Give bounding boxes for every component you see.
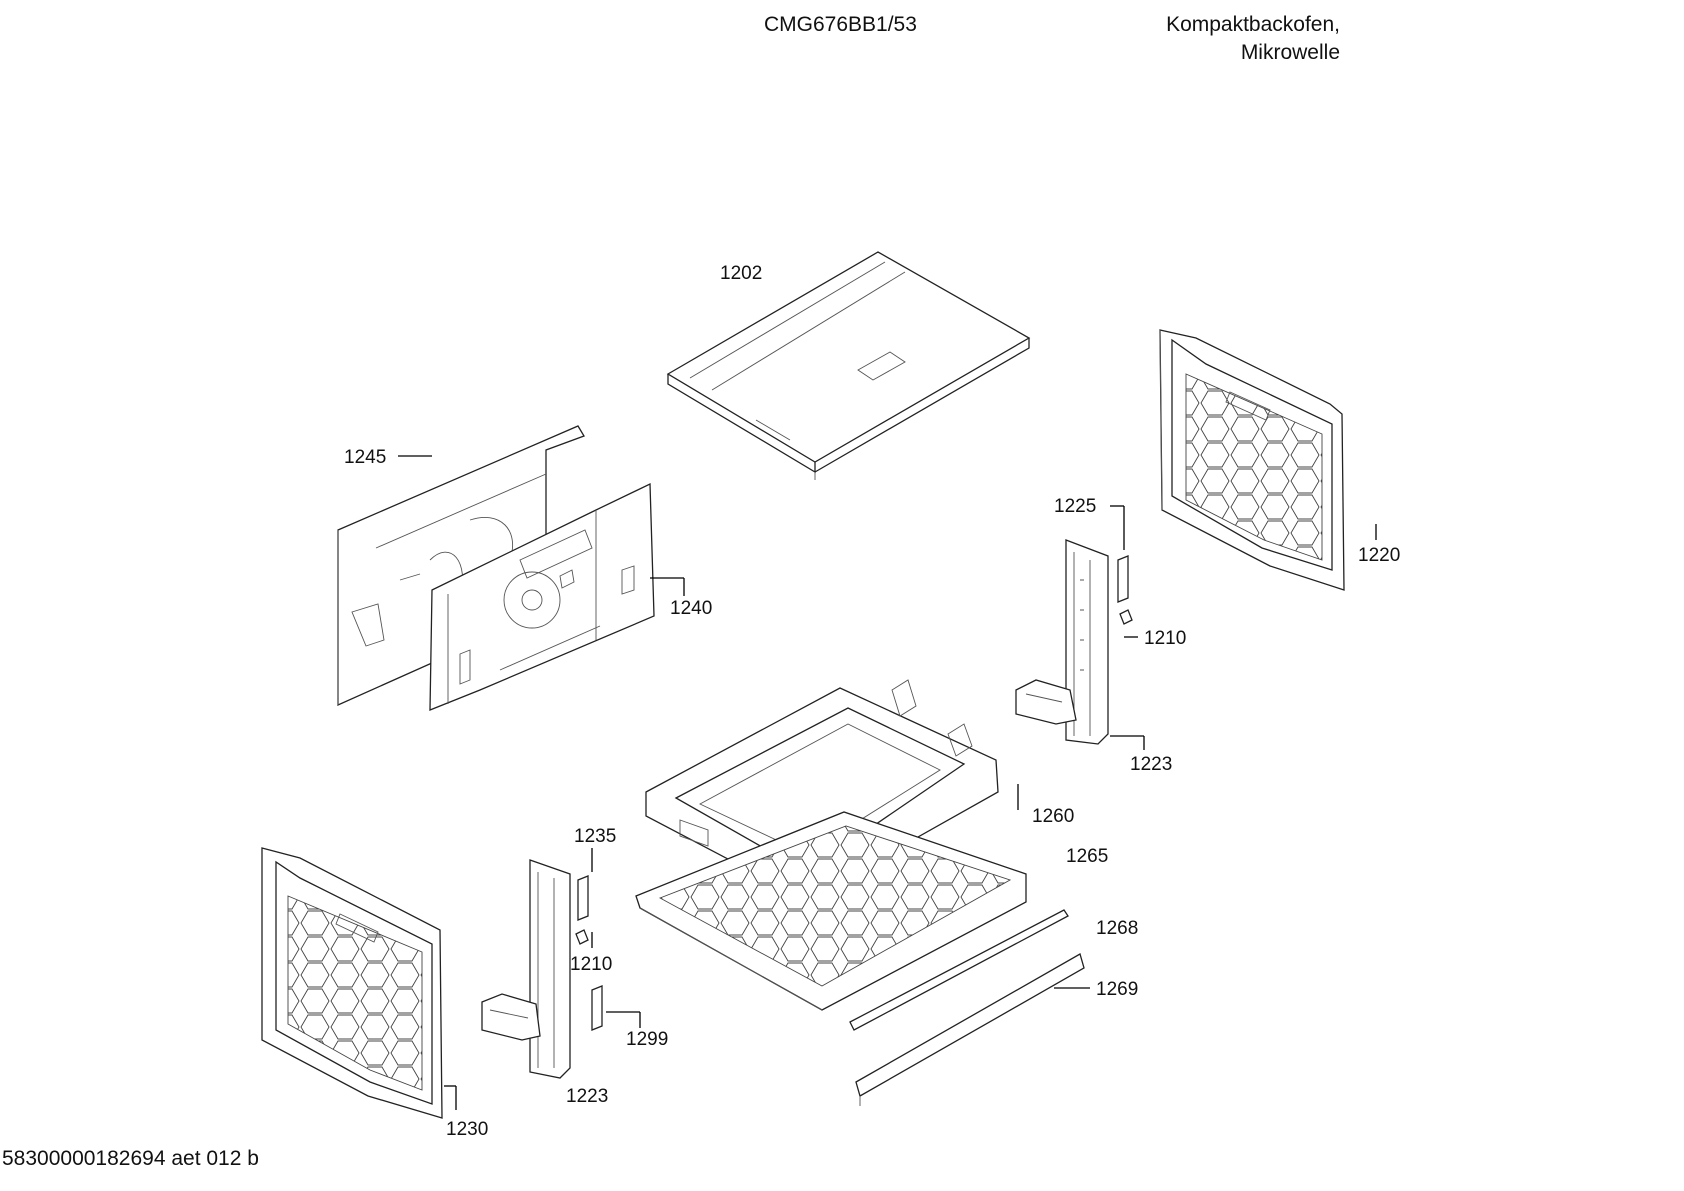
label-1210-right: 1210 — [1144, 628, 1186, 649]
document-id: 58300000182694 aet 012 b — [2, 1147, 259, 1170]
label-1230: 1230 — [446, 1119, 488, 1140]
part-1210-right-screw[interactable] — [1119, 609, 1133, 625]
part-1223-left-side-rail[interactable] — [481, 859, 571, 1079]
label-1225: 1225 — [1054, 496, 1096, 517]
part-1230-left-side-panel[interactable] — [261, 847, 443, 1119]
label-1223-right: 1223 — [1130, 754, 1172, 775]
label-1265: 1265 — [1066, 846, 1108, 867]
part-1265-floor-tray[interactable] — [635, 811, 1027, 1011]
label-1220: 1220 — [1358, 545, 1400, 566]
category-line-1: Kompaktbackofen, — [1166, 13, 1340, 36]
label-1269: 1269 — [1096, 979, 1138, 1000]
part-1268-front-strip[interactable] — [849, 909, 1069, 1031]
part-1299-spacer[interactable] — [591, 985, 603, 1031]
part-1235-clip[interactable] — [577, 875, 589, 921]
part-1260-cavity-frame[interactable] — [645, 679, 999, 901]
label-1245: 1245 — [344, 447, 386, 468]
label-1223-left: 1223 — [566, 1086, 608, 1107]
label-1260: 1260 — [1032, 806, 1074, 827]
label-1210-left: 1210 — [570, 954, 612, 975]
part-1269-front-trim[interactable] — [855, 953, 1085, 1106]
part-1225-clip[interactable] — [1117, 555, 1129, 603]
label-1268: 1268 — [1096, 918, 1138, 939]
label-1240: 1240 — [670, 598, 712, 619]
part-1210-left-screw[interactable] — [575, 929, 589, 945]
label-1202: 1202 — [720, 263, 762, 284]
label-1299: 1299 — [626, 1029, 668, 1050]
part-1223-right-side-rail[interactable] — [1015, 539, 1109, 745]
category-line-2: Mikrowelle — [1240, 41, 1340, 64]
part-1202-top-cover[interactable] — [666, 251, 1031, 480]
label-1235: 1235 — [574, 826, 616, 847]
part-1220-right-side-panel[interactable] — [1159, 329, 1345, 591]
part-1240-rear-inner-panel[interactable] — [429, 482, 655, 711]
model-number: CMG676BB1/53 — [764, 13, 917, 36]
